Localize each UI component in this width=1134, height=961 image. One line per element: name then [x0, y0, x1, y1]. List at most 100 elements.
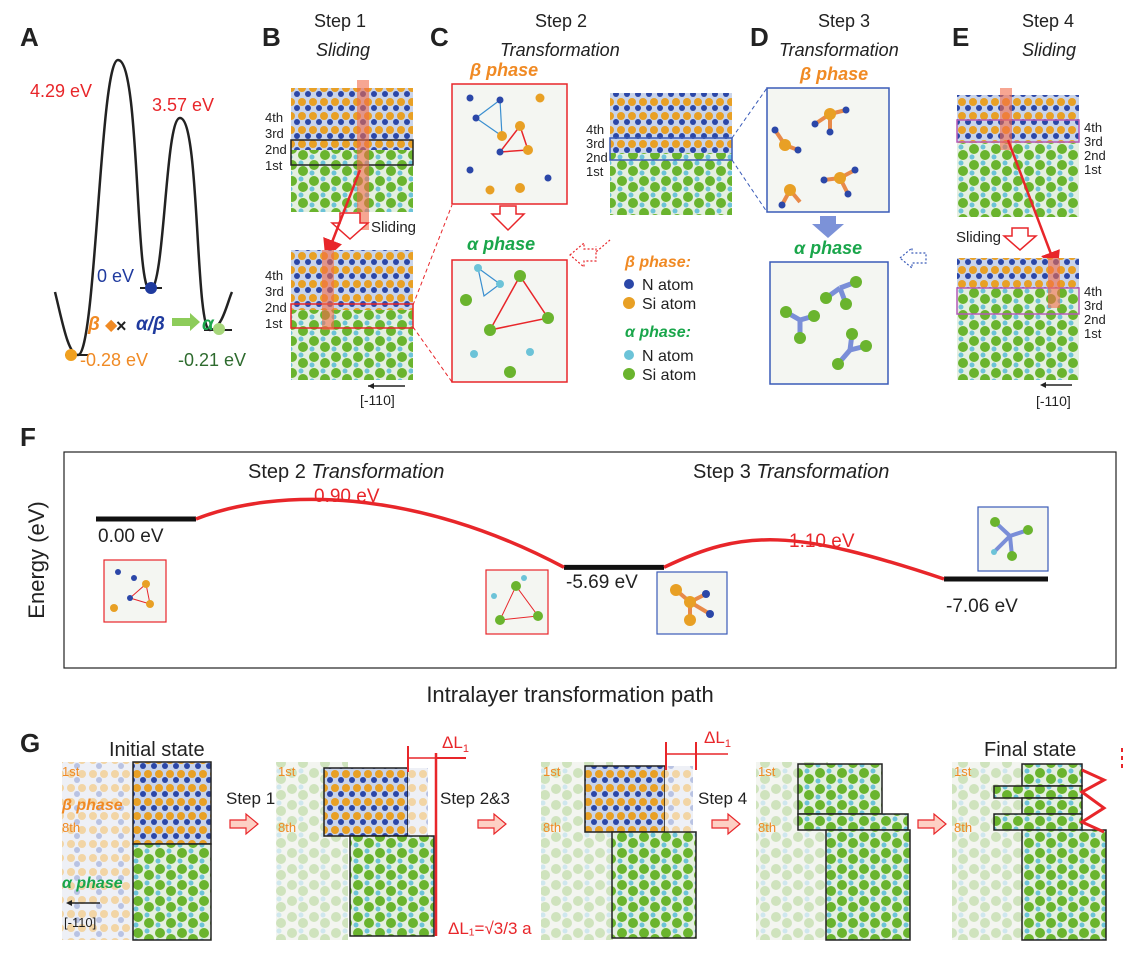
d-double-arrow-icon: [899, 246, 927, 270]
c-beta-inset: [451, 83, 568, 205]
e-bottom-layer-labels: 4th 3rd 2nd 1st: [1084, 284, 1106, 341]
cd-slab-beta: [610, 93, 732, 153]
alpha-min-dot: [213, 323, 225, 335]
c-alpha-phase: α phase: [467, 234, 535, 254]
c-zoom-line-1: [412, 204, 453, 306]
e-top-highlight: [956, 119, 1080, 143]
e-shift-arrow: [1006, 139, 1060, 272]
g1-alpha-block: [132, 843, 212, 941]
svg-text:3rd: 3rd: [1084, 134, 1103, 149]
d-step: Step 3: [818, 11, 870, 31]
beta-min-dot: [65, 349, 77, 361]
e-down-arrow-icon: [1002, 227, 1038, 251]
c-zoom-line-2: [412, 326, 453, 383]
f-barrier-1: 1.10 eV: [789, 531, 855, 552]
svg-text:1st: 1st: [586, 164, 604, 179]
svg-text:2nd: 2nd: [265, 142, 287, 157]
svg-text:2nd: 2nd: [586, 150, 608, 165]
c-beta-phase: β phase: [469, 60, 538, 80]
svg-text:3rd: 3rd: [265, 126, 284, 141]
f-step3-label: Step 3 Transformation: [693, 461, 889, 483]
panel-label-a: A: [20, 22, 39, 52]
e-sliding-label: Sliding: [956, 229, 1001, 246]
g-step1-label: Step 1: [226, 789, 275, 808]
b-top-red-strip: [357, 80, 369, 230]
panel-label-e: E: [952, 22, 969, 52]
g-arrow-1-icon: [229, 812, 259, 836]
b-bottom-red-strip: [322, 250, 334, 330]
f-barrier-curve-0: [195, 497, 565, 569]
g1-beta-block: [132, 761, 212, 845]
g4-shifted-layer: [797, 813, 909, 831]
svg-text:1st: 1st: [543, 764, 561, 779]
svg-text:4th: 4th: [265, 268, 283, 283]
svg-text:1st: 1st: [265, 316, 283, 331]
f-level-0: 0.00 eV: [98, 526, 164, 547]
g5-zigzag-arrow: [1078, 768, 1108, 834]
svg-text:N atom: N atom: [642, 277, 694, 294]
c-double-arrow-icon: [569, 239, 611, 269]
g2-dl-label: ΔL1: [442, 733, 469, 755]
panel-label-d: D: [750, 22, 769, 52]
b-shift-arrow: [323, 169, 362, 260]
e-direction-label: [-110]: [1036, 393, 1071, 409]
g-initial-label: Initial state: [109, 739, 205, 761]
svg-text:4th: 4th: [265, 110, 283, 125]
c-alpha-atoms: [460, 264, 554, 378]
b-top-alpha-block: [291, 150, 413, 212]
g2-alpha-block: [349, 835, 435, 937]
f-ylabel: Energy (eV): [24, 501, 49, 618]
e-bottom-highlight: [956, 287, 1080, 315]
blocked-cross: ×: [116, 316, 127, 336]
svg-text:8th: 8th: [954, 820, 972, 835]
svg-text:4th: 4th: [586, 122, 604, 137]
g3-dl-label: ΔL1: [704, 728, 731, 750]
d-zoom-line-1: [731, 87, 768, 139]
c-step-name: Transformation: [500, 40, 620, 60]
g-step4-label: Step 4: [698, 789, 747, 808]
g-arrow-2-icon: [477, 812, 507, 836]
e-top-red-strip: [1000, 88, 1012, 150]
f-barrier-0: 0.90 eV: [314, 486, 380, 507]
d-alpha-phase: α phase: [794, 238, 862, 258]
cd-slab-highlight: [609, 137, 733, 161]
g3-alpha-block: [611, 831, 697, 939]
svg-text:1st: 1st: [758, 764, 776, 779]
f-inset-beta: [103, 559, 167, 623]
svg-text:1st: 1st: [954, 764, 972, 779]
svg-text:α phase:: α phase:: [625, 324, 691, 341]
e-top-alpha-block: [957, 143, 1079, 217]
b-bottom-alpha-block: [291, 310, 413, 380]
barrier2-label: 3.57 eV: [152, 95, 214, 115]
g2-beta-block: [323, 767, 409, 837]
f-frame: [63, 451, 1117, 669]
g-dl-formula: ΔL₁=√3/3 a: [448, 919, 532, 938]
g1-alpha-phase: α phase: [62, 875, 123, 892]
svg-text:4th: 4th: [1084, 120, 1102, 135]
e-step: Step 4: [1022, 11, 1074, 31]
svg-text:2nd: 2nd: [1084, 148, 1106, 163]
g1-first: 1st: [62, 764, 80, 779]
f-xlabel: Intralayer transformation path: [426, 682, 713, 707]
f-energy-profile: [96, 497, 1048, 582]
beta-arrow: ◆: [105, 317, 118, 334]
e-top-beta-block: [957, 95, 1079, 143]
g3-faded-right: [665, 766, 693, 832]
c-step: Step 2: [535, 11, 587, 31]
d-alpha-inset: [769, 261, 889, 385]
alphabeta-symbol: α/β: [136, 314, 165, 335]
f-level-2: -7.06 eV: [946, 596, 1018, 617]
b-top-layer-labels: 4th 3rd 2nd 1st: [265, 110, 287, 173]
alpha-symbol: α: [202, 314, 215, 335]
svg-text:8th: 8th: [758, 820, 776, 835]
svg-text:1st: 1st: [265, 158, 283, 173]
b-top-highlight: [290, 139, 414, 166]
e-bottom-alpha-block: [957, 288, 1079, 380]
g2-faded-right: [408, 768, 428, 836]
mid-dot: [145, 282, 157, 294]
beta-symbol: β: [87, 314, 100, 335]
d-zoom-line-2: [731, 159, 768, 213]
g5-layer-2: [993, 785, 1083, 799]
legend: β phase: N atom Si atom α phase: N atom …: [623, 254, 696, 384]
